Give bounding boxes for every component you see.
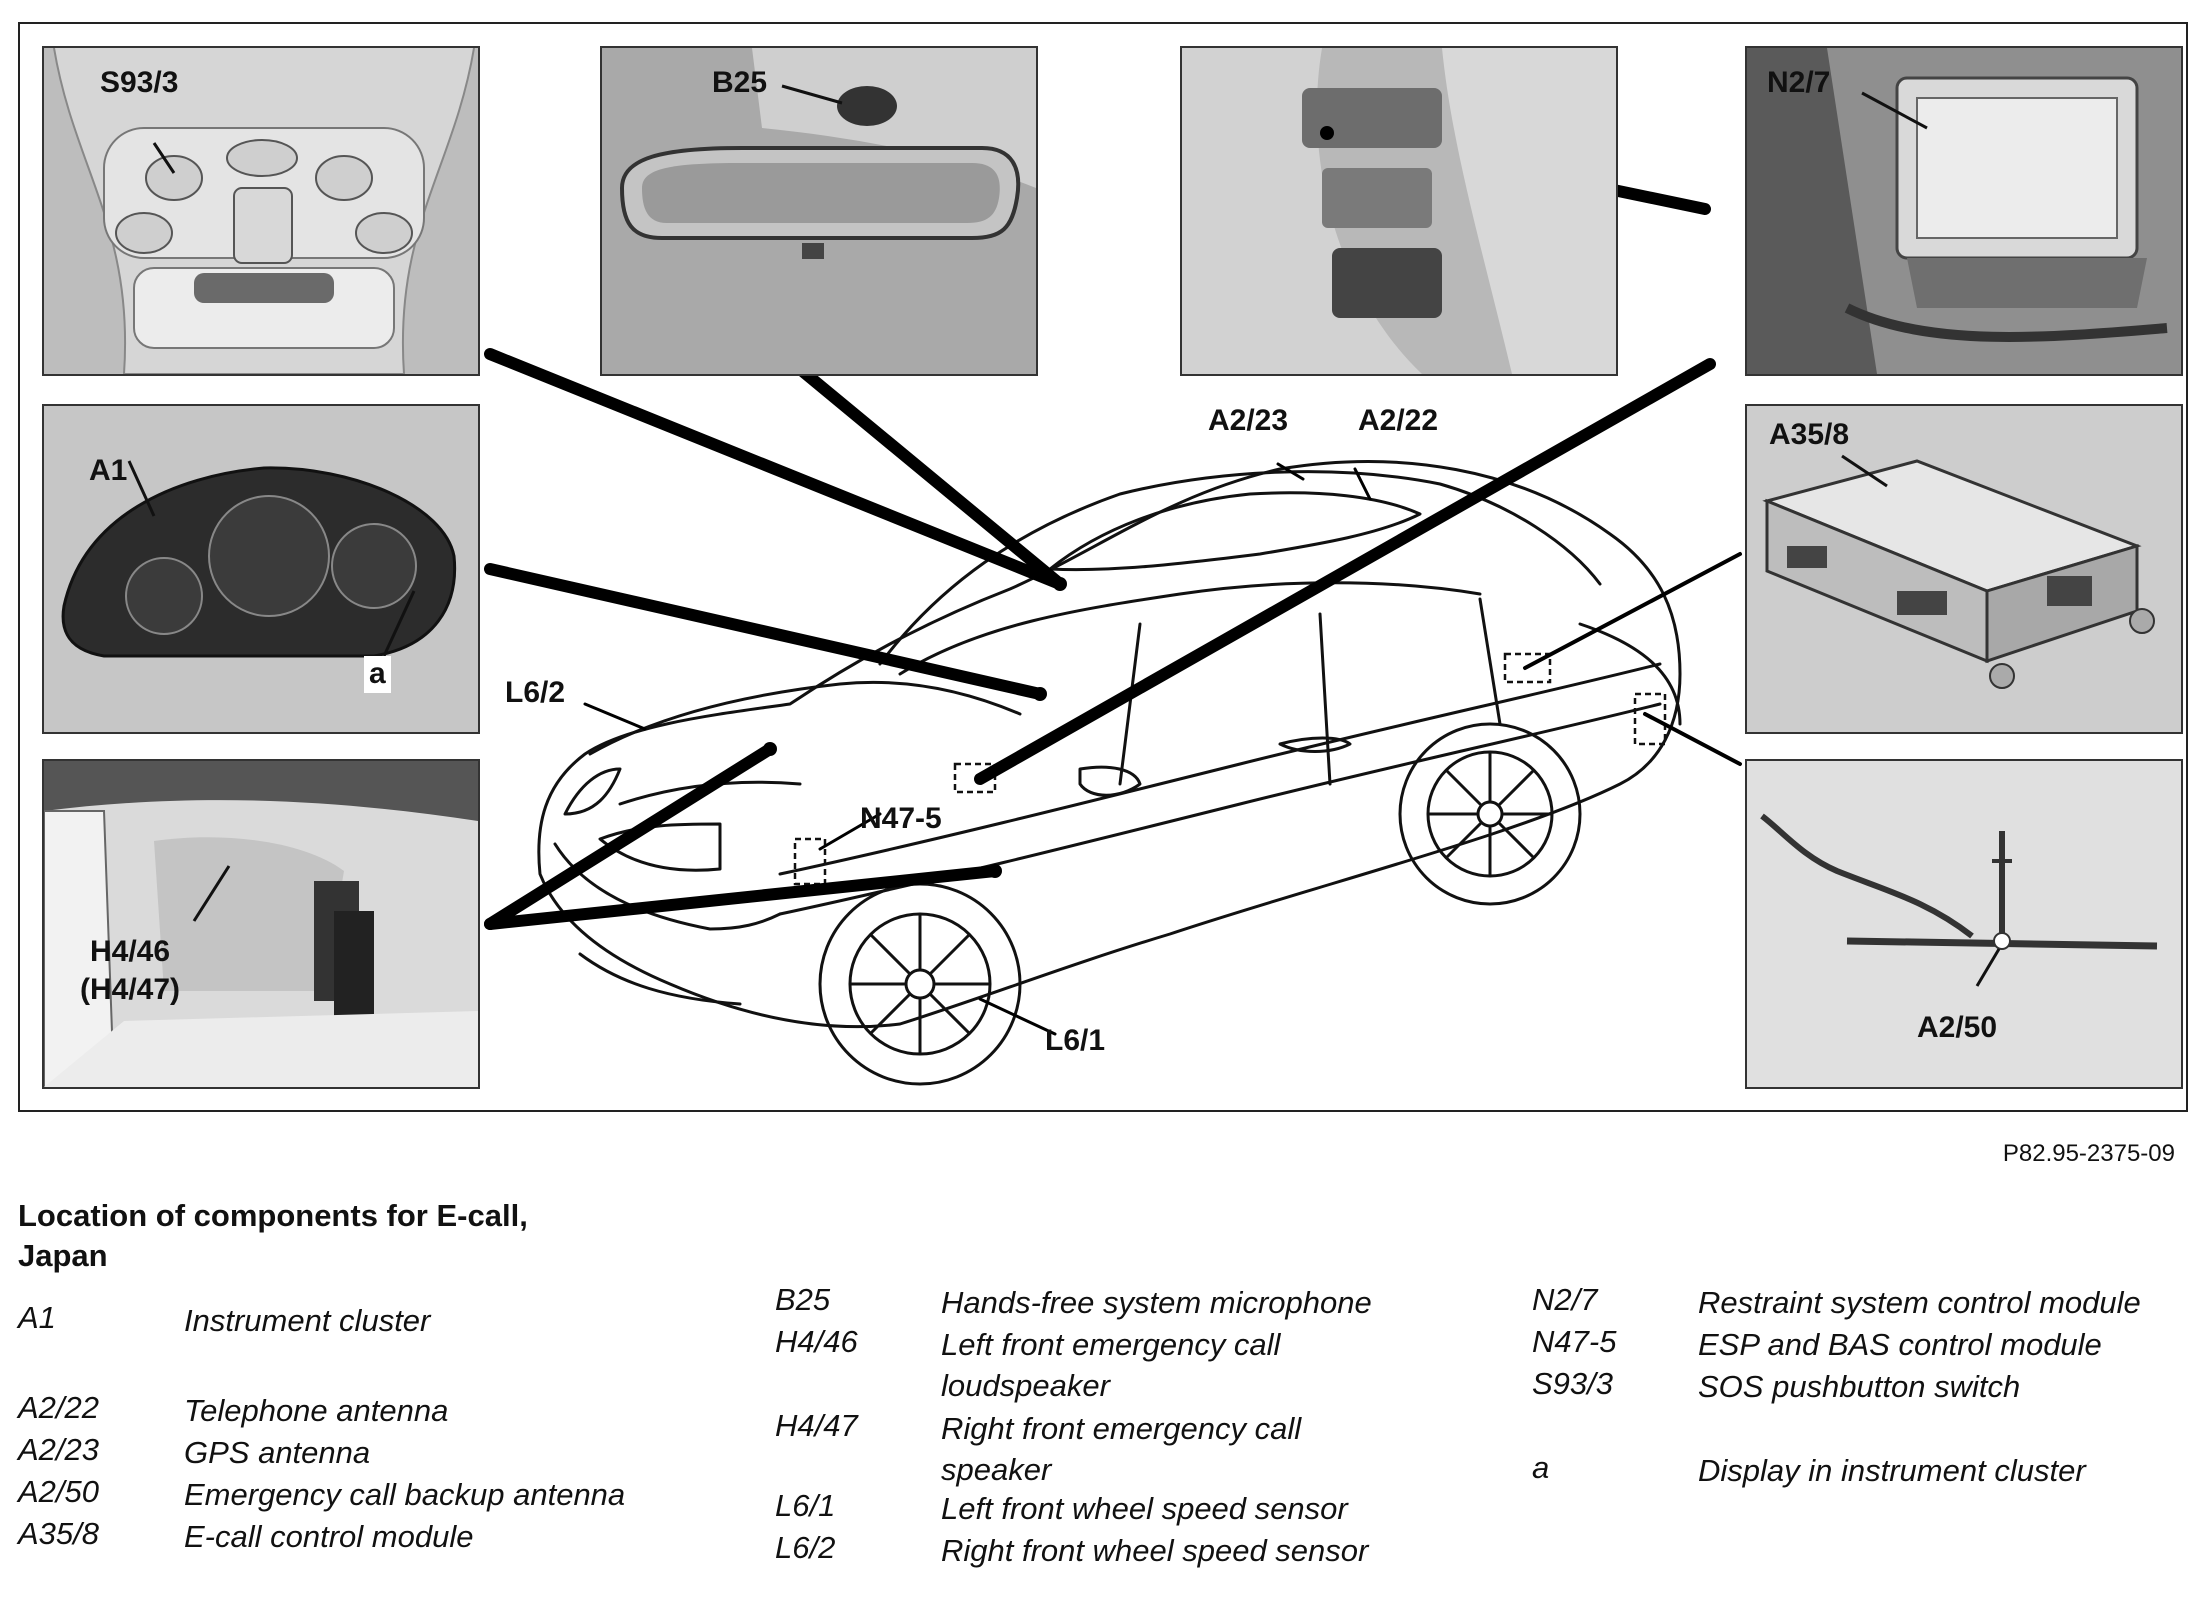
mirror-microphone-illustration (602, 48, 1036, 374)
callout-a2-22: A2/22 (1358, 404, 1439, 437)
callout-n47-5: N47-5 (860, 802, 942, 835)
legend-desc: ESP and BAS control module (1698, 1327, 2102, 1362)
legend-title-line-1: Location of components for E-call, (18, 1198, 528, 1233)
legend-code: L6/1 (775, 1488, 836, 1523)
callout-a35-8: A35/8 (1769, 418, 1850, 451)
legend-code: B25 (775, 1282, 831, 1317)
component-location-figure: S93/3 B25 (18, 22, 2188, 1112)
legend-code: A1 (18, 1300, 56, 1335)
callout-a2-23: A2/23 (1208, 404, 1289, 437)
legend-code: A2/50 (18, 1474, 100, 1509)
callout-a: a (364, 656, 391, 693)
legend-code: H4/47 (775, 1408, 858, 1443)
callout-n2-7: N2/7 (1767, 66, 1831, 99)
legend-code: N47-5 (1532, 1324, 1617, 1359)
car-line-drawing (484, 123, 1742, 1086)
legend-code: A35/8 (18, 1516, 100, 1551)
legend-desc: Hands-free system microphone (941, 1285, 1372, 1320)
inset-restraint-module: N2/7 (1745, 46, 2183, 376)
footwell-speaker-illustration (44, 761, 478, 1087)
legend-code: S93/3 (1532, 1366, 1614, 1401)
callout-a1: A1 (89, 454, 128, 487)
callout-h4-47: (H4/47) (80, 973, 181, 1006)
inset-ecall-module: A35/8 (1745, 404, 2183, 734)
legend-desc: Right front emergency call speaker (941, 1411, 1302, 1487)
figure-code: P82.95-2375-09 (2002, 1140, 2175, 1167)
legend-desc: Restraint system control module (1698, 1285, 2141, 1320)
legend-desc: E-call control module (184, 1519, 474, 1554)
ecall-module-illustration (1747, 406, 2181, 732)
callout-h4-46: H4/46 (90, 935, 171, 968)
backup-antenna-illustration (1747, 761, 2181, 1087)
center-console-illustration (1182, 48, 1616, 374)
legend-column-1: A1 Instrument cluster A2/22 Telephone an… (18, 1300, 738, 1590)
legend-code: H4/46 (775, 1324, 858, 1359)
inset-mirror-microphone: B25 (600, 46, 1038, 376)
legend-desc: Instrument cluster (184, 1303, 431, 1338)
legend-code: N2/7 (1532, 1282, 1598, 1317)
legend-desc: GPS antenna (184, 1435, 371, 1470)
inset-footwell-speaker: H4/46 (H4/47) (42, 759, 480, 1089)
legend-code: A2/22 (18, 1390, 100, 1425)
callout-l6-1: L6/1 (1045, 1024, 1106, 1057)
callout-s93-3: S93/3 (100, 66, 179, 99)
legend-code: L6/2 (775, 1530, 836, 1565)
callout-l6-2: L6/2 (505, 676, 566, 709)
overhead-panel-illustration (44, 48, 478, 374)
inset-overhead-panel: S93/3 (42, 46, 480, 376)
legend-desc: Display in instrument cluster (1698, 1453, 2086, 1488)
legend-title-line-2: Japan (18, 1238, 108, 1273)
legend-desc: Left front emergency call loudspeaker (941, 1327, 1281, 1403)
legend-column-3: N2/7 Restraint system control module N47… (1532, 1282, 2192, 1502)
legend-desc: Emergency call backup antenna (184, 1477, 626, 1512)
inset-center-console (1180, 46, 1618, 376)
inset-instrument-cluster: A1 a (42, 404, 480, 734)
legend-column-2: B25 Hands-free system microphone H4/46 L… (775, 1282, 1495, 1592)
legend-desc: Telephone antenna (184, 1393, 449, 1428)
legend-code: A2/23 (18, 1432, 100, 1467)
legend-code: a (1532, 1450, 1550, 1485)
instrument-cluster-illustration (44, 406, 478, 732)
callout-b25: B25 (712, 66, 768, 99)
callout-a2-50: A2/50 (1917, 1011, 1998, 1044)
legend-title: Location of components for E-call, Japan (18, 1196, 528, 1276)
legend-desc: SOS pushbutton switch (1698, 1369, 2021, 1404)
legend-desc: Left front wheel speed sensor (941, 1491, 1348, 1526)
restraint-module-illustration (1747, 48, 2181, 374)
inset-backup-antenna: A2/50 (1745, 759, 2183, 1089)
legend-desc: Right front wheel speed sensor (941, 1533, 1369, 1568)
